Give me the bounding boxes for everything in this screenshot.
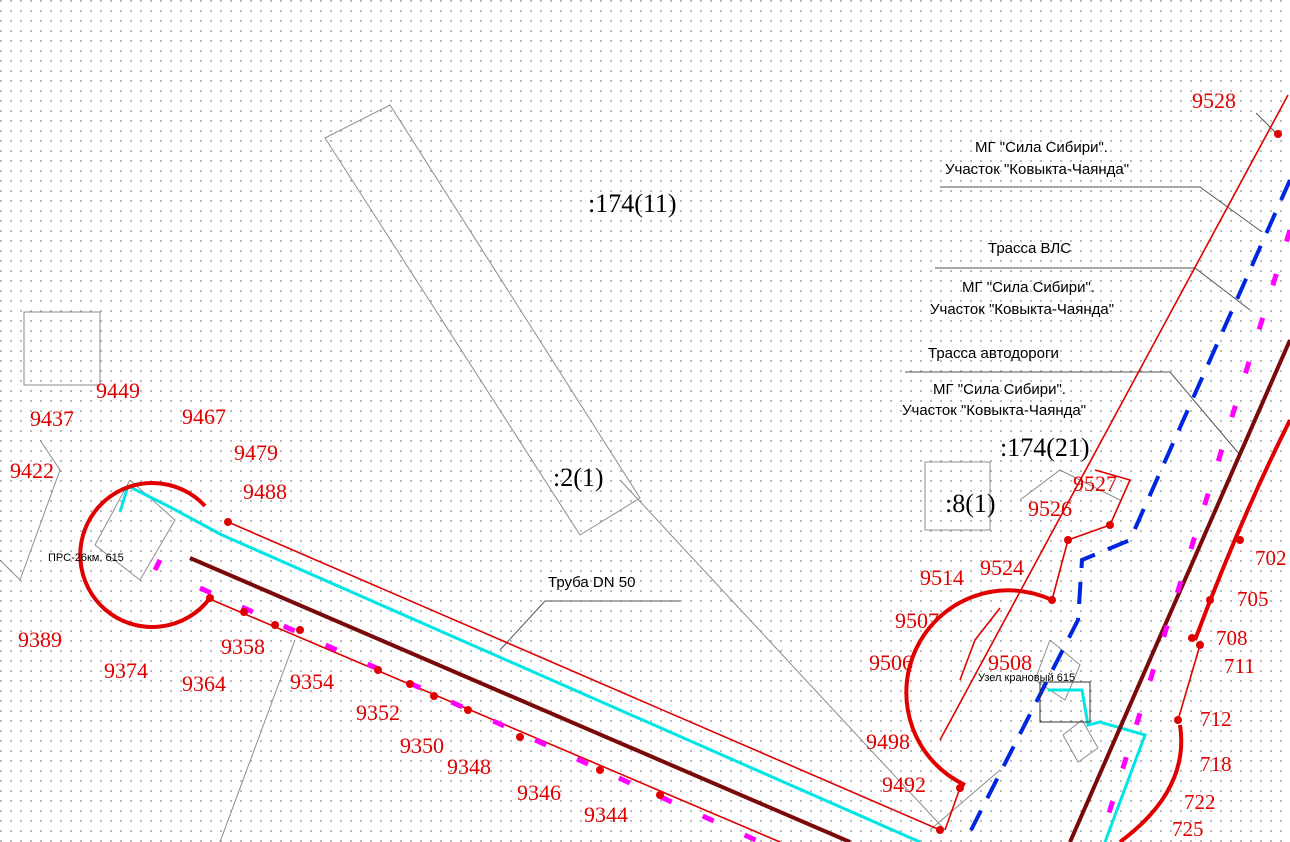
magenta-dashed-lines <box>152 229 1290 842</box>
node-structures <box>1039 681 1091 723</box>
mg-label-1-line-2: Участок "Ковыкта-Чаянда" <box>945 161 1129 178</box>
mg-label-3-line-2: Участок "Ковыкта-Чаянда" <box>902 402 1086 419</box>
parcel-label-174-11: :174(11) <box>588 189 677 218</box>
parcel-label-174-21: :174(21) <box>1000 433 1090 462</box>
point-label-9527: 9527 <box>1073 471 1117 496</box>
point-label-9528: 9528 <box>1192 88 1236 113</box>
point-label-9350: 9350 <box>400 733 444 758</box>
point-label-9354: 9354 <box>290 669 334 694</box>
point-label-722: 722 <box>1184 790 1216 814</box>
point-label-9437: 9437 <box>30 406 74 431</box>
point-label-9358: 9358 <box>221 634 265 659</box>
point-label-705: 705 <box>1237 587 1269 611</box>
point-label-9422: 9422 <box>10 458 54 483</box>
parcel-boundaries <box>0 104 1121 842</box>
parcel-label-8-1: :8(1) <box>945 489 996 518</box>
vls-label: Трасса ВЛС <box>988 240 1071 257</box>
cyan-pipeline-stub <box>118 485 130 513</box>
point-label-9449: 9449 <box>96 378 140 403</box>
dark-line-west <box>189 556 851 842</box>
point-label-9498: 9498 <box>866 729 910 754</box>
node-label: Узел крановый 615 <box>978 672 1075 684</box>
parcel-label-2-1: :2(1) <box>553 463 604 492</box>
point-label-9526: 9526 <box>1028 496 1072 521</box>
point-label-9364: 9364 <box>182 671 226 696</box>
point-label-9508: 9508 <box>988 650 1032 675</box>
point-label-9492: 9492 <box>882 772 926 797</box>
point-label-9514: 9514 <box>920 565 964 590</box>
point-label-9488: 9488 <box>243 479 287 504</box>
point-label-9524: 9524 <box>980 555 1024 580</box>
point-label-9346: 9346 <box>517 780 561 805</box>
point-label-9348: 9348 <box>447 754 491 779</box>
mg-label-2-line-2: Участок "Ковыкта-Чаянда" <box>930 301 1114 318</box>
cyan-pipeline <box>127 484 921 842</box>
mg-label-3-line-1: МГ "Сила Сибири". <box>933 381 1066 398</box>
point-label-9479: 9479 <box>234 440 278 465</box>
point-label-712: 712 <box>1200 707 1232 731</box>
mg-label-2-line-1: МГ "Сила Сибири". <box>962 279 1095 296</box>
pipe-label: Труба DN 50 <box>548 574 635 591</box>
point-label-711: 711 <box>1224 654 1255 678</box>
point-label-9344: 9344 <box>584 802 628 827</box>
boundary-arcs <box>78 419 1290 842</box>
point-label-9352: 9352 <box>356 700 400 725</box>
point-label-702: 702 <box>1255 546 1287 570</box>
point-label-9389: 9389 <box>18 627 62 652</box>
mg-label-1-line-1: МГ "Сила Сибири". <box>975 139 1108 156</box>
point-label-9374: 9374 <box>104 658 148 683</box>
point-label-708: 708 <box>1216 626 1248 650</box>
road-label: Трасса автодороги <box>928 345 1059 362</box>
point-label-9506: 9506 <box>869 650 913 675</box>
point-label-718: 718 <box>1200 752 1232 776</box>
boundary-point-markers <box>206 130 1282 834</box>
cyan-node-pipeline <box>1048 688 1147 842</box>
point-label-9467: 9467 <box>182 404 226 429</box>
point-label-725: 725 <box>1172 817 1204 841</box>
point-label-9507: 9507 <box>895 608 939 633</box>
prs-label: ПРС-26км. 615 <box>48 552 124 564</box>
